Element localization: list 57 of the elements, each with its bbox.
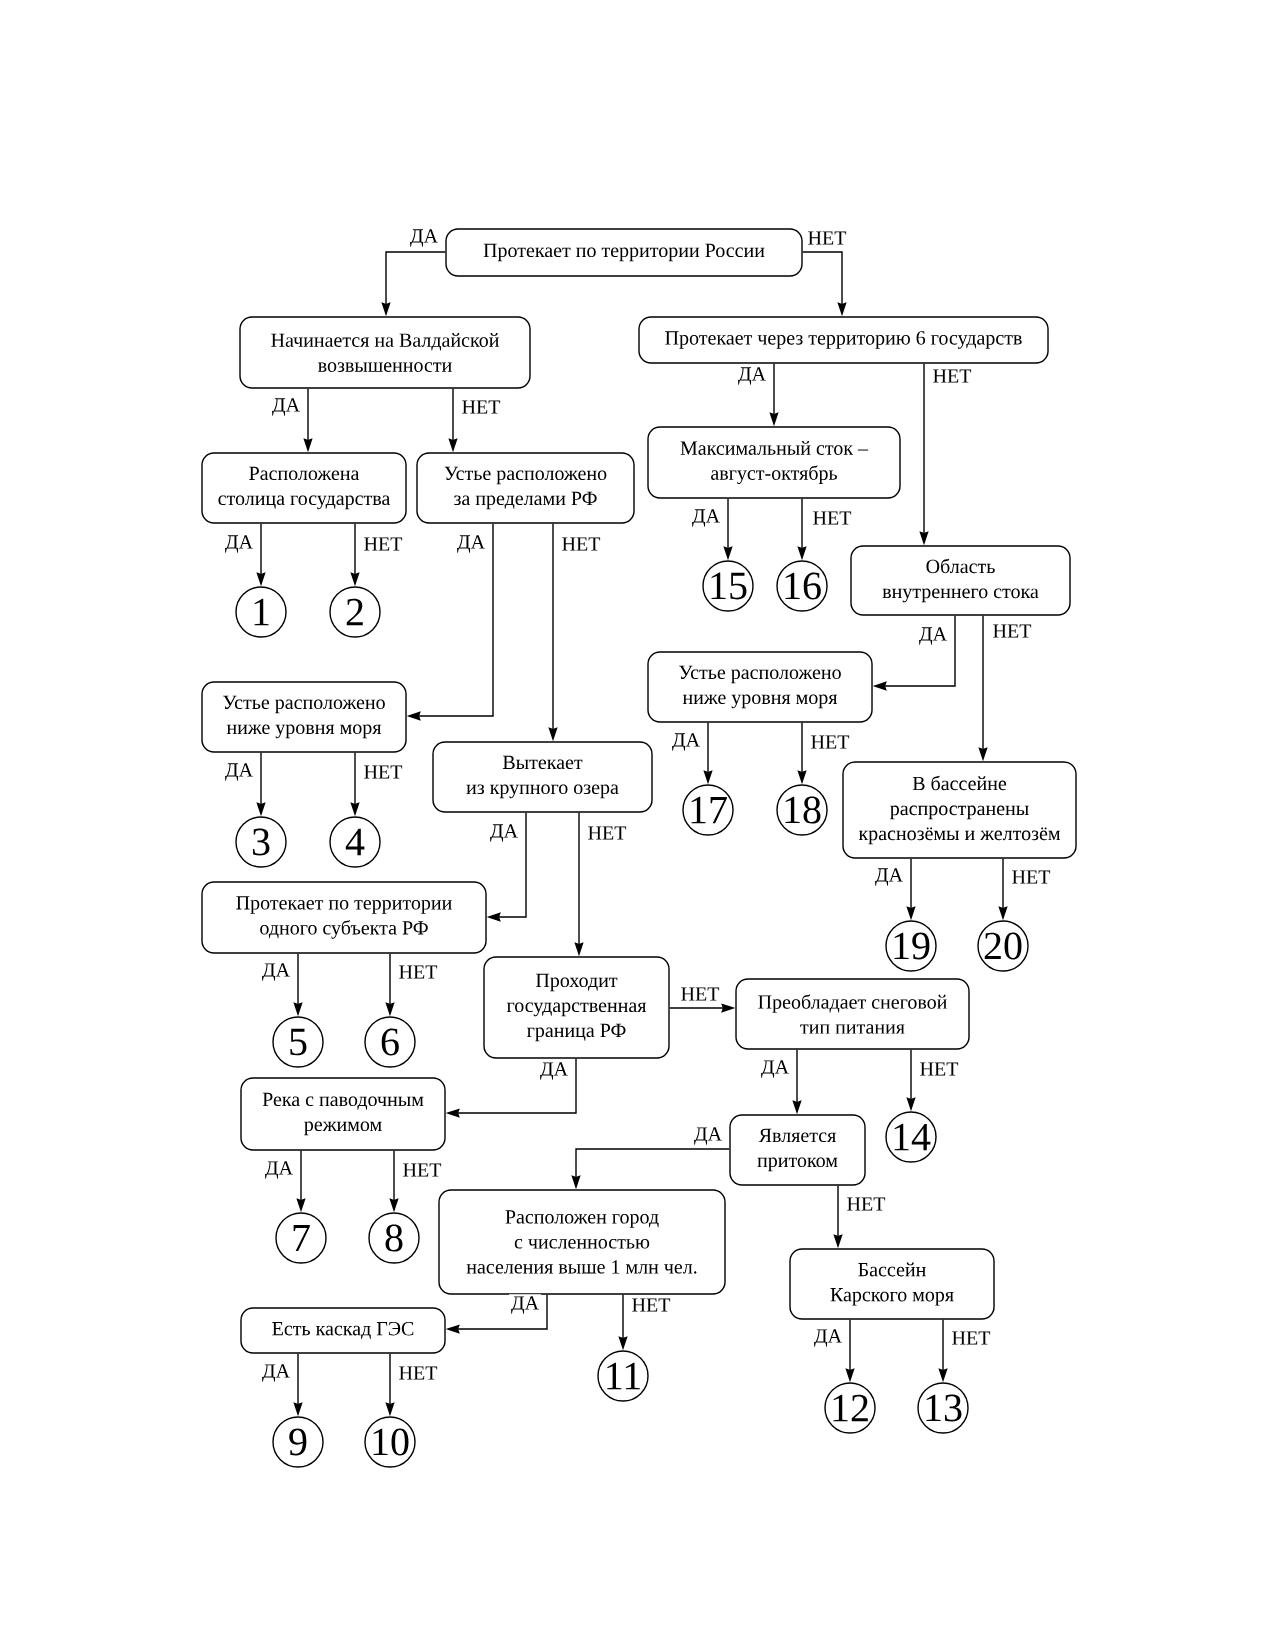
edge-label: НЕТ bbox=[810, 509, 854, 527]
edge-label: ДА bbox=[758, 1058, 792, 1080]
decision-box: Протекает по территории России bbox=[445, 228, 803, 277]
decision-box: Есть каскад ГЭС bbox=[240, 1307, 446, 1354]
edge-label: НЕТ bbox=[361, 535, 405, 553]
edge-label: ДА bbox=[689, 507, 723, 529]
edge-label: ДА bbox=[259, 1362, 293, 1384]
decision-box: Бассейн Карского моря bbox=[789, 1248, 995, 1320]
edge-label: ДА bbox=[454, 533, 488, 555]
edge-label: НЕТ bbox=[459, 398, 503, 416]
decision-box: Преобладает снеговой тип питания bbox=[735, 978, 970, 1050]
edge-label: НЕТ bbox=[917, 1060, 961, 1078]
edge-label: НЕТ bbox=[808, 733, 852, 751]
edge-label: НЕТ bbox=[805, 229, 849, 247]
edge-label: ДА bbox=[691, 1125, 725, 1147]
decision-box: Максимальный сток – август-октябрь bbox=[647, 426, 901, 499]
edge-label: НЕТ bbox=[396, 963, 440, 981]
edge-label: ДА bbox=[537, 1060, 571, 1082]
decision-box: Вытекает из крупного озера bbox=[432, 741, 653, 813]
edge-label: ДА bbox=[262, 1159, 296, 1181]
edge-label: ДА bbox=[872, 866, 906, 888]
edge-label: ДА bbox=[735, 365, 769, 387]
decision-box: Протекает через территорию 6 государств bbox=[638, 316, 1049, 364]
edge-label: НЕТ bbox=[678, 985, 722, 1003]
edge-label: ДА bbox=[407, 227, 441, 249]
edge-label: НЕТ bbox=[1009, 868, 1053, 886]
edge-label: НЕТ bbox=[629, 1296, 673, 1314]
decision-box: Расположен город с численностью населения выше 1 млн чел. bbox=[438, 1189, 726, 1295]
edge-label: ДА bbox=[269, 396, 303, 418]
edge-label: НЕТ bbox=[396, 1364, 440, 1382]
edge-label: НЕТ bbox=[361, 763, 405, 781]
decision-box: Начинается на Валдайской возвышенности bbox=[239, 316, 531, 389]
decision-box: Является притоком bbox=[729, 1114, 866, 1186]
decision-box: Устье расположено ниже уровня моря bbox=[647, 651, 873, 723]
edge-label: НЕТ bbox=[930, 367, 974, 385]
edge-label: НЕТ bbox=[400, 1161, 444, 1179]
decision-box: Расположена столица государства bbox=[201, 452, 407, 524]
decision-box: Устье расположено ниже уровня моря bbox=[201, 681, 407, 753]
edge-label: НЕТ bbox=[585, 824, 629, 842]
decision-box: Проходит государственная граница РФ bbox=[483, 956, 670, 1059]
decision-box: Область внутреннего стока bbox=[850, 545, 1071, 616]
decision-box: В бассейне распространены краснозёмы и желтозём bbox=[842, 761, 1077, 859]
edge-label: ДА bbox=[916, 625, 950, 647]
edge-label: ДА bbox=[508, 1294, 542, 1316]
decision-box: Устье расположено за пределами РФ bbox=[416, 452, 635, 524]
edge-label: НЕТ bbox=[844, 1195, 888, 1213]
edge-label: ДА bbox=[259, 961, 293, 983]
edge-label: НЕТ bbox=[559, 535, 603, 553]
edge-label: НЕТ bbox=[949, 1329, 993, 1347]
decision-box: Река с паводочным режимом bbox=[240, 1077, 446, 1151]
edge-label: ДА bbox=[487, 822, 521, 844]
edge-label: ДА bbox=[222, 533, 256, 555]
edge-label: НЕТ bbox=[990, 622, 1034, 640]
decision-box: Протекает по территории одного субъекта РФ bbox=[201, 881, 487, 954]
edge-label: ДА bbox=[222, 761, 256, 783]
edge-label: ДА bbox=[669, 731, 703, 753]
edge-label: ДА bbox=[811, 1327, 845, 1349]
